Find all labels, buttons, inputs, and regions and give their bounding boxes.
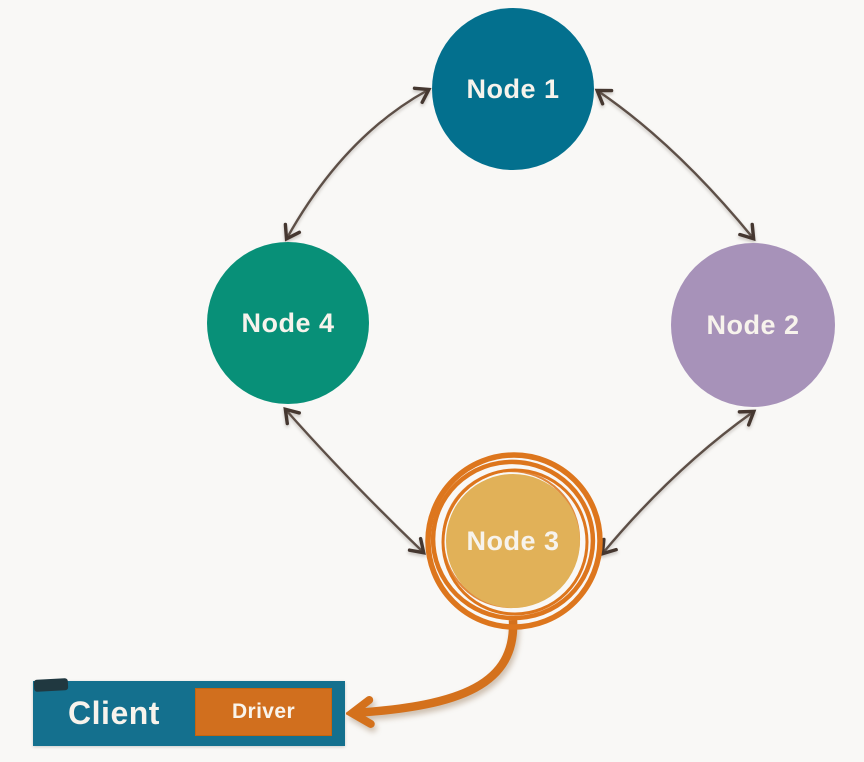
node-3-label: Node 3 [466,525,560,556]
arrow-node1-node2 [598,91,753,238]
client-box: Client Driver [33,678,345,746]
node-1-label: Node 1 [466,73,560,104]
node-2-label: Node 2 [706,309,800,340]
arrow-node2-node3 [603,412,753,553]
node-4-circle: Node 4 [207,242,369,404]
client-label: Client [68,695,160,731]
node-4-label: Node 4 [241,307,335,338]
arrow-node4-node1 [287,90,428,238]
driver-box: Driver [195,688,332,736]
node3-to-driver-arrow [354,619,518,713]
arrow-node3-node4 [286,410,423,552]
node-1-circle: Node 1 [432,8,594,170]
node-3-circle: Node 3 [446,474,580,608]
node-2-circle: Node 2 [671,243,835,407]
driver-label: Driver [231,700,296,723]
